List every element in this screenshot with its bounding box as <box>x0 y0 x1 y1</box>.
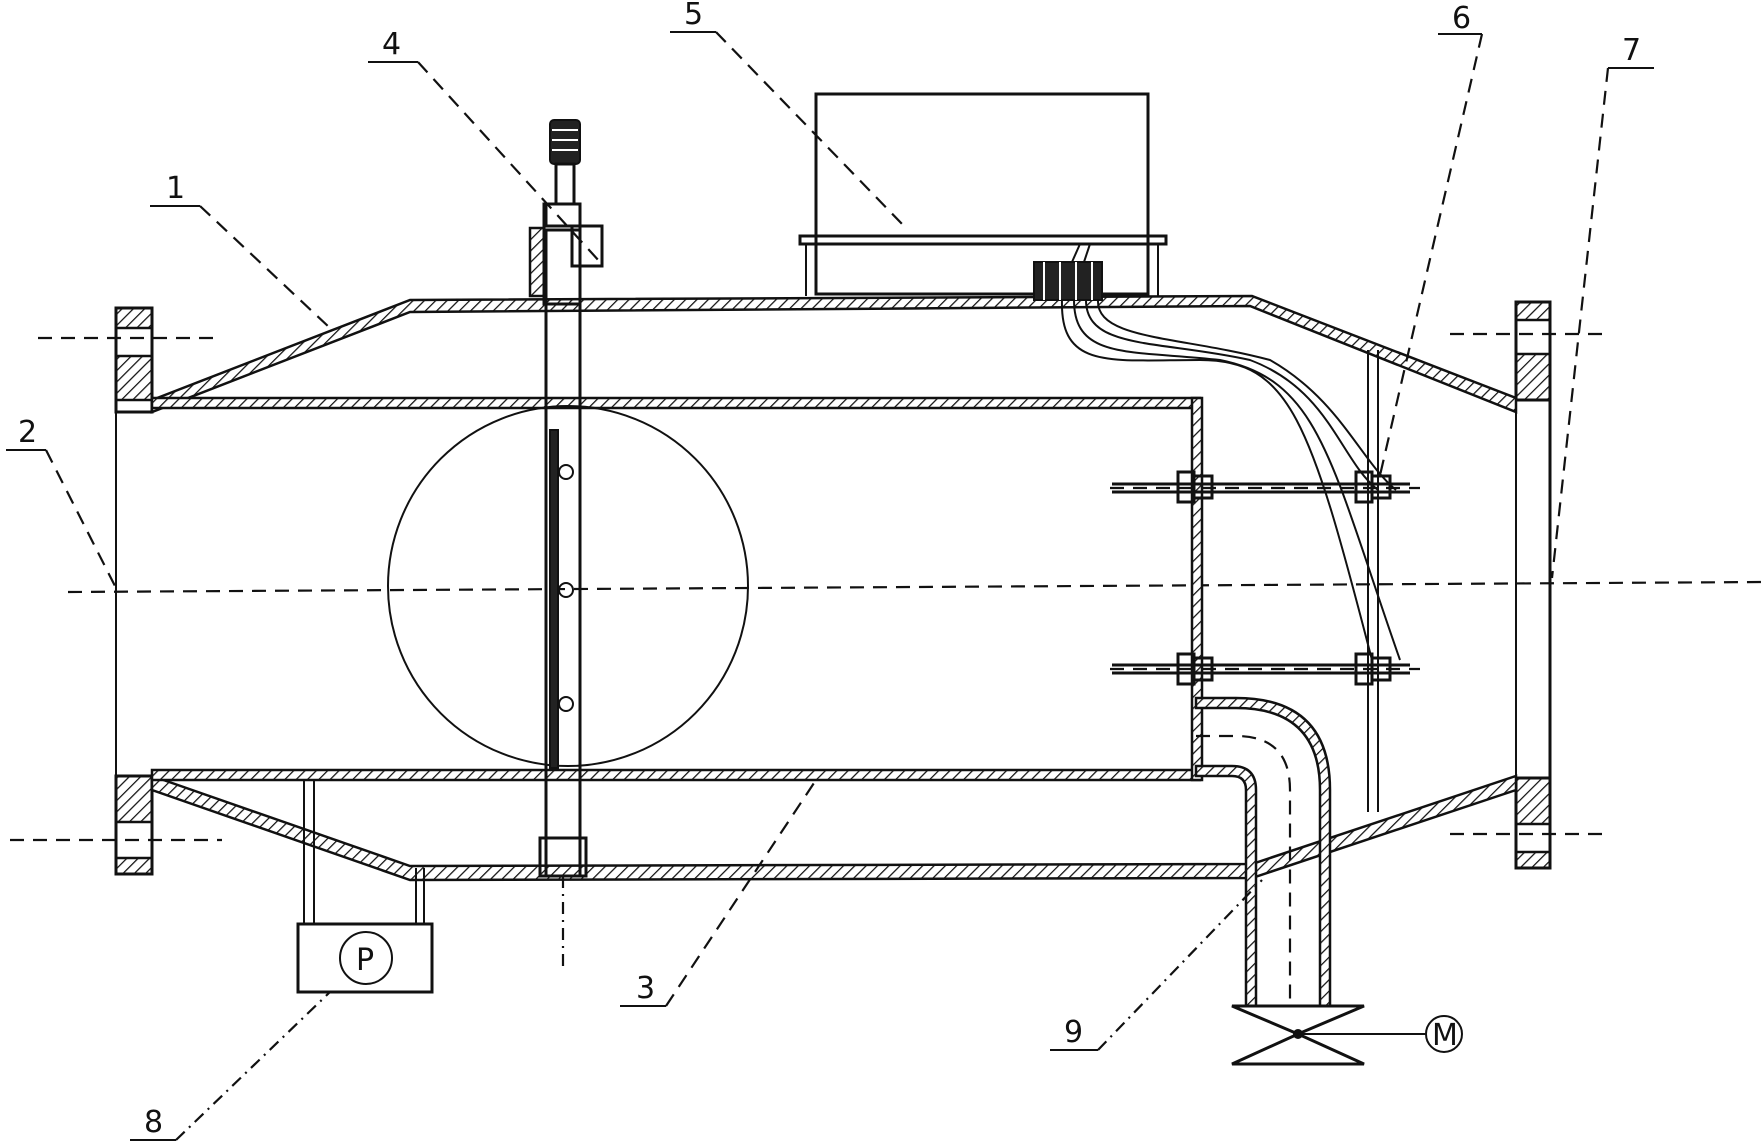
label-8: 8 <box>144 1105 163 1140</box>
sensor-probes <box>1110 350 1420 812</box>
main-axis-centerline <box>67 580 1764 594</box>
control-box <box>798 92 1168 301</box>
motor-symbol-label: M <box>1432 1018 1458 1053</box>
cleaning-spindle <box>528 119 604 966</box>
motor-symbol <box>1425 1015 1463 1053</box>
pump-symbol-label: P <box>356 943 374 978</box>
outer-housing <box>150 294 1552 882</box>
label-9: 9 <box>1064 1015 1083 1050</box>
label-7: 7 <box>1622 33 1641 68</box>
leader-lines <box>6 31 1654 1141</box>
label-5: 5 <box>684 0 703 32</box>
right-flange <box>1514 300 1552 870</box>
label-1: 1 <box>166 171 185 206</box>
filter-disc-circle <box>387 405 749 767</box>
pressure-gauge: P <box>296 780 434 994</box>
label-4: 4 <box>382 27 401 62</box>
drain-elbow: M <box>1194 696 1463 1066</box>
label-3: 3 <box>636 971 655 1006</box>
sensor-cables <box>1060 243 1401 661</box>
inner-screen-cylinder <box>115 396 1204 782</box>
label-6: 6 <box>1452 1 1471 36</box>
left-flange <box>114 306 154 876</box>
label-2: 2 <box>18 415 37 450</box>
part-labels: 1 2 3 4 5 6 7 8 9 <box>18 0 1641 1140</box>
